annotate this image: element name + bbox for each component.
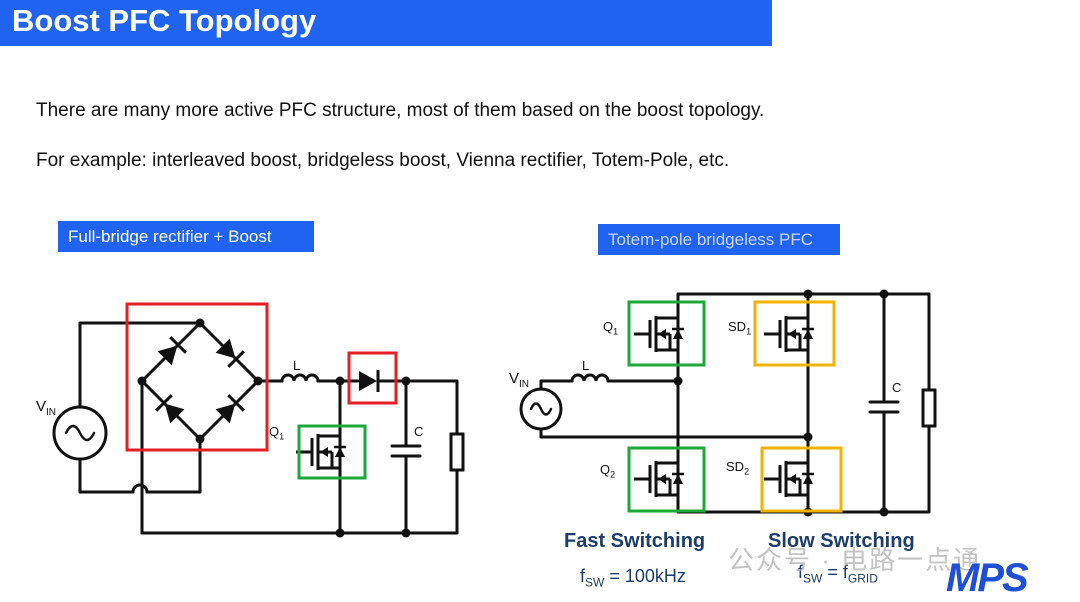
left-nodes	[137, 318, 411, 538]
right-sd1-label: SD1	[728, 319, 752, 337]
boost-diode-icon	[357, 368, 380, 394]
title-bar: Boost PFC Topology	[0, 0, 772, 46]
left-l-label: L	[293, 358, 301, 373]
q2-fast-box	[627, 446, 706, 513]
fast-frequency: fSW = 100kHz	[580, 566, 686, 590]
right-q1-label: Q1	[603, 319, 619, 337]
q1-mosfet-icon	[632, 304, 686, 364]
fast-switching-label: Fast Switching	[564, 530, 706, 552]
q1-fast-box	[627, 300, 706, 367]
left-c-label: C	[414, 424, 424, 439]
right-sd2-label: SD2	[726, 459, 750, 477]
diode-highlight-box	[347, 351, 398, 405]
slow-switching-label: Slow Switching	[768, 530, 915, 552]
full-bridge-boost-tag: Full-bridge rectifier + Boost	[58, 221, 314, 252]
sd2-mosfet-icon	[762, 449, 816, 509]
intro-paragraph: There are many more active PFC structure…	[36, 100, 765, 121]
watermark: 公众号 · 电路一点通	[728, 545, 982, 575]
bridge-diode-icons	[154, 335, 246, 426]
totem-pole-tag: Totem-pole bridgeless PFC	[598, 224, 840, 255]
q1-mosfet-icon	[294, 422, 348, 482]
load-resistor-icon	[449, 432, 465, 472]
page-title: Boost PFC Topology	[12, 3, 317, 38]
example-paragraph: For example: interleaved boost, bridgele…	[36, 150, 730, 171]
q1-highlight-box	[297, 424, 367, 480]
left-circuit	[52, 321, 465, 535]
right-l-label: L	[582, 358, 590, 373]
sd1-slow-box	[753, 300, 836, 367]
right-c-label: C	[892, 380, 902, 395]
mps-logo: MPS	[946, 556, 1029, 600]
left-vin-label: VIN	[36, 398, 57, 418]
slow-frequency: fSW = fGRID	[798, 562, 878, 586]
sd1-mosfet-icon	[762, 304, 816, 364]
left-q1-label: Q1	[269, 424, 285, 442]
right-q2-label: Q2	[600, 462, 616, 480]
load-resistor-icon	[921, 388, 937, 428]
q2-mosfet-icon	[632, 449, 686, 509]
bridge-highlight-box	[125, 302, 269, 452]
right-vin-label: VIN	[509, 370, 530, 390]
sd2-slow-box	[760, 446, 843, 513]
